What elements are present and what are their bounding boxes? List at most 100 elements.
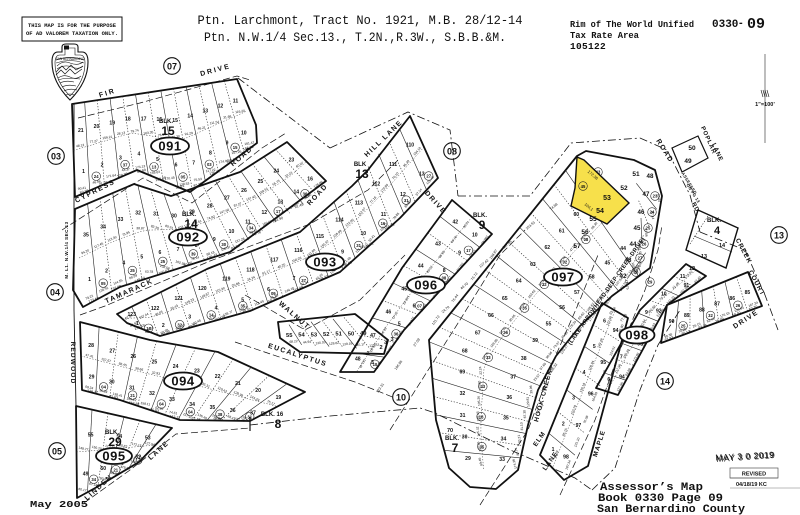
svg-text:40.70: 40.70 bbox=[460, 282, 469, 291]
svg-text:174.36: 174.36 bbox=[511, 458, 518, 469]
svg-text:85.15: 85.15 bbox=[561, 428, 568, 437]
svg-text:7: 7 bbox=[177, 247, 180, 253]
svg-text:32: 32 bbox=[177, 322, 182, 327]
svg-text:27: 27 bbox=[224, 196, 230, 202]
svg-text:138.33: 138.33 bbox=[549, 363, 559, 374]
svg-text:18: 18 bbox=[125, 116, 131, 122]
svg-text:158.11: 158.11 bbox=[140, 401, 151, 407]
svg-text:70: 70 bbox=[447, 428, 453, 434]
svg-text:17: 17 bbox=[276, 209, 281, 214]
svg-text:8: 8 bbox=[275, 417, 282, 431]
svg-text:141.31: 141.31 bbox=[666, 295, 676, 305]
svg-text:31: 31 bbox=[460, 413, 466, 419]
svg-text:72.95: 72.95 bbox=[462, 220, 470, 229]
svg-text:52: 52 bbox=[135, 455, 141, 461]
svg-text:4: 4 bbox=[714, 225, 721, 237]
svg-text:43: 43 bbox=[625, 257, 632, 264]
svg-text:105122: 105122 bbox=[570, 41, 606, 52]
svg-text:Ptn. N.W.1/4 Sec.13., T.2N.,R.: Ptn. N.W.1/4 Sec.13., T.2N.,R.3W., S.B.B… bbox=[204, 30, 506, 45]
svg-text:171.64: 171.64 bbox=[106, 173, 117, 179]
svg-text:04: 04 bbox=[50, 287, 60, 297]
svg-text:100.40: 100.40 bbox=[480, 234, 489, 245]
svg-text:15: 15 bbox=[172, 118, 178, 124]
svg-text:82.30: 82.30 bbox=[150, 224, 159, 230]
svg-text:37.41: 37.41 bbox=[391, 311, 399, 320]
svg-text:128.62: 128.62 bbox=[329, 341, 340, 346]
svg-text:156.26: 156.26 bbox=[291, 256, 302, 264]
svg-text:88: 88 bbox=[699, 307, 705, 313]
svg-text:83.95: 83.95 bbox=[518, 302, 526, 311]
svg-text:128.86: 128.86 bbox=[313, 180, 324, 189]
svg-text:17: 17 bbox=[466, 248, 471, 253]
svg-text:04: 04 bbox=[188, 409, 193, 414]
svg-text:100.94: 100.94 bbox=[588, 360, 596, 371]
svg-text:138.41: 138.41 bbox=[112, 392, 123, 398]
svg-text:163.35: 163.35 bbox=[143, 130, 154, 136]
svg-text:163.62: 163.62 bbox=[527, 289, 537, 299]
svg-text:13: 13 bbox=[419, 171, 425, 177]
svg-text:21.23: 21.23 bbox=[98, 180, 108, 186]
svg-text:90: 90 bbox=[669, 319, 675, 325]
svg-text:6: 6 bbox=[158, 250, 161, 256]
svg-text:77.13: 77.13 bbox=[625, 269, 633, 278]
svg-text:BLK: BLK bbox=[354, 162, 367, 168]
svg-text:68.22: 68.22 bbox=[289, 339, 298, 344]
svg-text:106.12: 106.12 bbox=[379, 222, 389, 232]
svg-text:20: 20 bbox=[255, 388, 261, 394]
svg-text:1: 1 bbox=[136, 321, 139, 327]
svg-text:29: 29 bbox=[89, 374, 95, 380]
svg-text:114.46: 114.46 bbox=[407, 316, 416, 327]
svg-text:176.93: 176.93 bbox=[369, 342, 378, 353]
svg-text:03: 03 bbox=[207, 162, 212, 167]
svg-text:118.98: 118.98 bbox=[292, 285, 303, 293]
svg-text:98.39: 98.39 bbox=[590, 221, 598, 230]
svg-text:26.15: 26.15 bbox=[692, 322, 701, 329]
svg-text:5: 5 bbox=[398, 322, 401, 328]
svg-text:07: 07 bbox=[417, 303, 422, 308]
svg-text:32: 32 bbox=[708, 313, 713, 318]
svg-text:148.77: 148.77 bbox=[78, 446, 89, 452]
svg-text:53.95: 53.95 bbox=[468, 249, 476, 258]
svg-text:8: 8 bbox=[443, 268, 446, 274]
svg-text:157.25: 157.25 bbox=[231, 150, 242, 156]
svg-text:28.13: 28.13 bbox=[117, 131, 126, 136]
svg-text:83.35: 83.35 bbox=[698, 323, 708, 330]
svg-text:65: 65 bbox=[502, 296, 508, 302]
svg-text:104.89: 104.89 bbox=[591, 391, 599, 402]
svg-text:158.98: 158.98 bbox=[332, 229, 342, 239]
svg-text:53: 53 bbox=[603, 195, 611, 202]
svg-text:Tax Rate Area: Tax Rate Area bbox=[570, 30, 639, 41]
svg-text:96.68: 96.68 bbox=[437, 250, 445, 259]
svg-text:99.38: 99.38 bbox=[664, 332, 673, 339]
svg-text:32: 32 bbox=[135, 210, 141, 216]
svg-text:54: 54 bbox=[298, 333, 305, 339]
svg-text:09: 09 bbox=[747, 16, 765, 33]
svg-text:12: 12 bbox=[689, 266, 695, 272]
svg-text:119: 119 bbox=[222, 277, 230, 283]
svg-text:91: 91 bbox=[684, 283, 690, 289]
svg-text:100.37: 100.37 bbox=[220, 245, 231, 252]
svg-text:15: 15 bbox=[233, 145, 238, 150]
svg-text:123.31: 123.31 bbox=[375, 382, 385, 393]
svg-text:08: 08 bbox=[442, 276, 447, 281]
svg-text:50: 50 bbox=[688, 145, 696, 152]
svg-text:98.56: 98.56 bbox=[545, 351, 553, 360]
svg-text:29: 29 bbox=[108, 435, 122, 449]
svg-text:23: 23 bbox=[653, 194, 658, 199]
svg-text:60: 60 bbox=[573, 212, 579, 218]
svg-text:31: 31 bbox=[129, 385, 135, 391]
svg-text:145.42: 145.42 bbox=[475, 426, 481, 437]
svg-text:29: 29 bbox=[648, 280, 653, 285]
svg-text:30.13: 30.13 bbox=[681, 329, 691, 336]
svg-text:60.97: 60.97 bbox=[295, 161, 304, 169]
svg-text:63: 63 bbox=[530, 262, 536, 268]
svg-text:101.79: 101.79 bbox=[214, 314, 226, 322]
svg-text:26.20: 26.20 bbox=[574, 328, 582, 338]
svg-text:128.38: 128.38 bbox=[117, 172, 129, 179]
svg-text:49: 49 bbox=[360, 331, 367, 337]
svg-text:1: 1 bbox=[82, 169, 85, 175]
svg-text:59.37: 59.37 bbox=[319, 274, 329, 281]
svg-text:178.20: 178.20 bbox=[120, 465, 131, 471]
svg-text:64: 64 bbox=[516, 279, 522, 285]
svg-text:178.29: 178.29 bbox=[568, 320, 578, 330]
